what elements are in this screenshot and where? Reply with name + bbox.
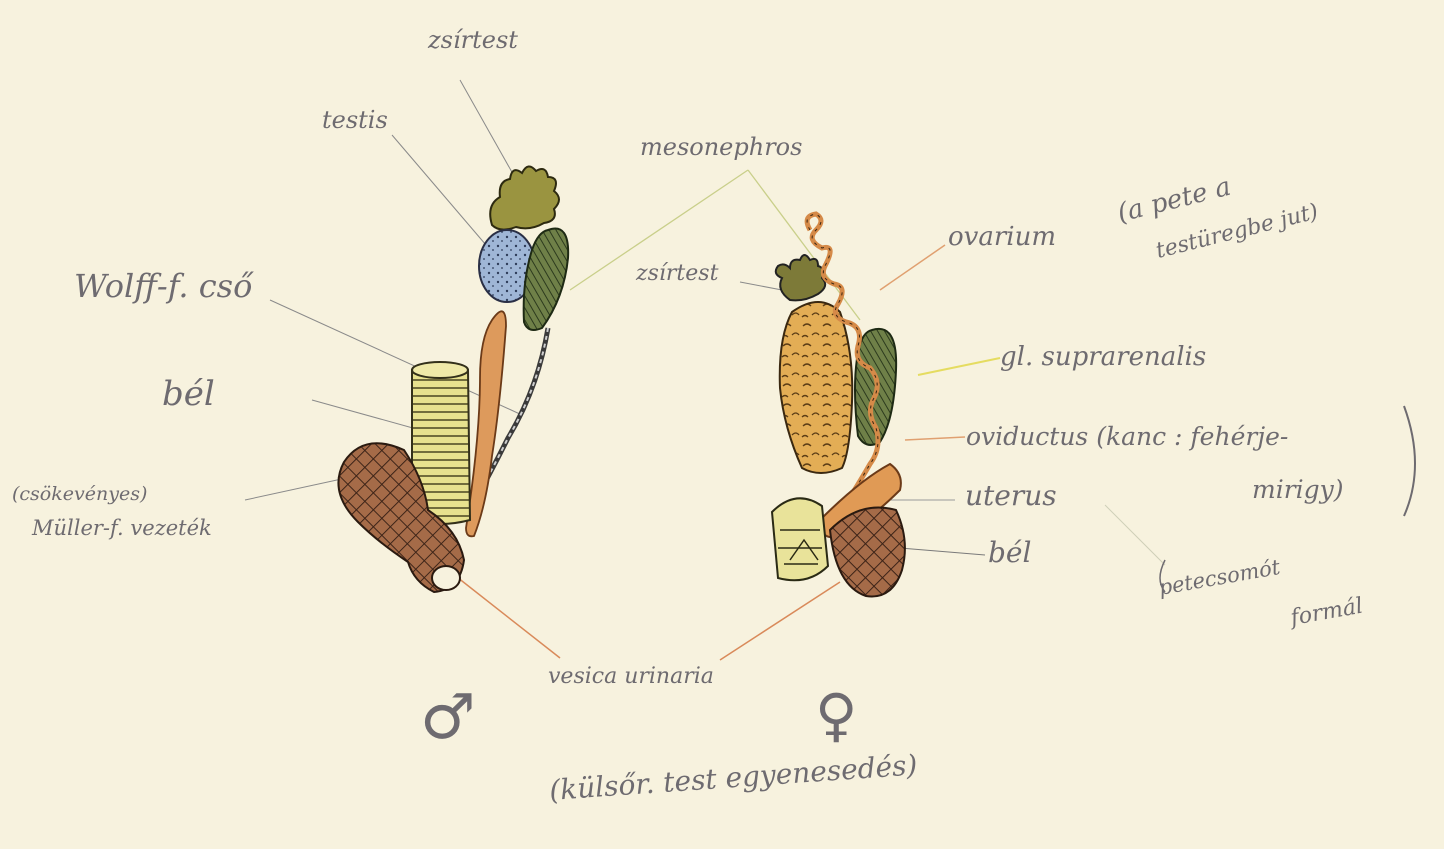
male-organs (245, 80, 860, 660)
label-zsirtest-top: zsírtest (427, 26, 518, 54)
male-muller-rudiment (466, 311, 506, 536)
label-muller: Müller-f. vezeték (31, 516, 212, 540)
pointer-ovarium (880, 245, 945, 290)
pointer-vesica-right (720, 582, 840, 660)
female-symbol: ♀ (815, 681, 857, 749)
pointer-petecsomot (1105, 505, 1165, 565)
female-cloaca (830, 508, 905, 597)
male-symbol: ♂ (420, 680, 476, 753)
label-zsirtest-right: zsírtest (635, 261, 719, 286)
pointer-zsirtest-right (740, 282, 782, 290)
bracket (1404, 406, 1415, 516)
label-suprarenalis: gl. suprarenalis (1000, 342, 1206, 372)
female-intestine (772, 498, 828, 580)
label-oviductus-2: mirigy) (1252, 475, 1344, 504)
label-bel-left: bél (162, 374, 215, 414)
label-bottom-note: (külsőr. test egyenesedés) (548, 748, 918, 807)
female-organs (740, 214, 1165, 596)
label-ovarium: ovarium (948, 222, 1056, 252)
pointer-vesica-left (448, 570, 560, 658)
label-ovarium-note-1: (a pete a (1114, 172, 1233, 229)
labels: zsírtest testis mesonephros Wolff-f. cső… (12, 26, 1365, 807)
label-uterus: uterus (965, 479, 1057, 512)
label-wolff: Wolff-f. cső (74, 267, 254, 305)
label-oviductus: oviductus (kanc : fehérje- (966, 422, 1288, 451)
pointer-testis (392, 135, 486, 245)
pointer-bel-left (312, 400, 420, 430)
label-petecsomot-1: petecsomót (1157, 555, 1283, 600)
pointer-suprarenalis (918, 358, 1000, 375)
label-testis: testis (322, 106, 388, 134)
label-csokeveny: (csökevényes) (12, 483, 147, 505)
label-bel-right: bél (988, 536, 1031, 569)
label-mesonephros: mesonephros (640, 133, 802, 161)
male-fat-body (490, 166, 559, 229)
label-petecsomot-2: formál (1287, 594, 1365, 632)
male-mesonephros (524, 229, 569, 330)
pointer-oviductus (905, 437, 965, 440)
female-ovary (780, 302, 853, 473)
pointer-bel-right (900, 548, 985, 555)
female-fat-body (776, 255, 825, 300)
label-vesica: vesica urinaria (548, 664, 714, 689)
